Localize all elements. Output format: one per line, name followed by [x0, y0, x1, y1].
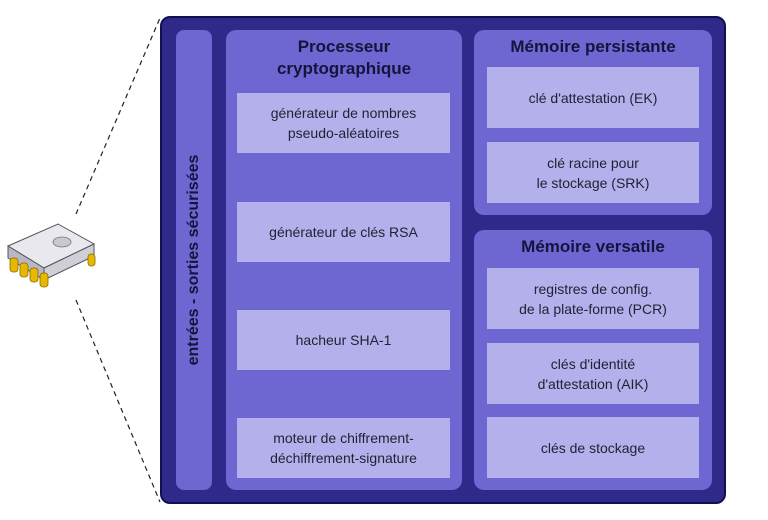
crypto-processor-title: Processeur cryptographique	[276, 37, 412, 78]
persistent-memory-title: Mémoire persistante	[510, 37, 676, 56]
ek-box: clé d'attestation (EK)	[487, 67, 699, 128]
encryption-engine-box: moteur de chiffrement- déchiffrement-sig…	[237, 418, 450, 478]
storage-keys-box: clés de stockage	[487, 417, 699, 478]
io-label: entrées - sorties sécurisées	[185, 154, 202, 366]
srk-box: clé racine pour le stockage (SRK)	[487, 142, 699, 203]
rsa-keygen-box: générateur de clés RSA	[237, 202, 450, 262]
chip-icon	[6, 223, 96, 288]
aik-box: clés d'identité d'attestation (AIK)	[487, 343, 699, 404]
pcr-box: registres de config. de la plate-forme (…	[487, 268, 699, 329]
versatile-memory-title: Mémoire versatile	[521, 237, 665, 256]
sha1-box: hacheur SHA-1	[237, 310, 450, 370]
io-strip	[176, 30, 212, 490]
rng-box: générateur de nombres pseudo-aléatoires	[237, 93, 450, 153]
